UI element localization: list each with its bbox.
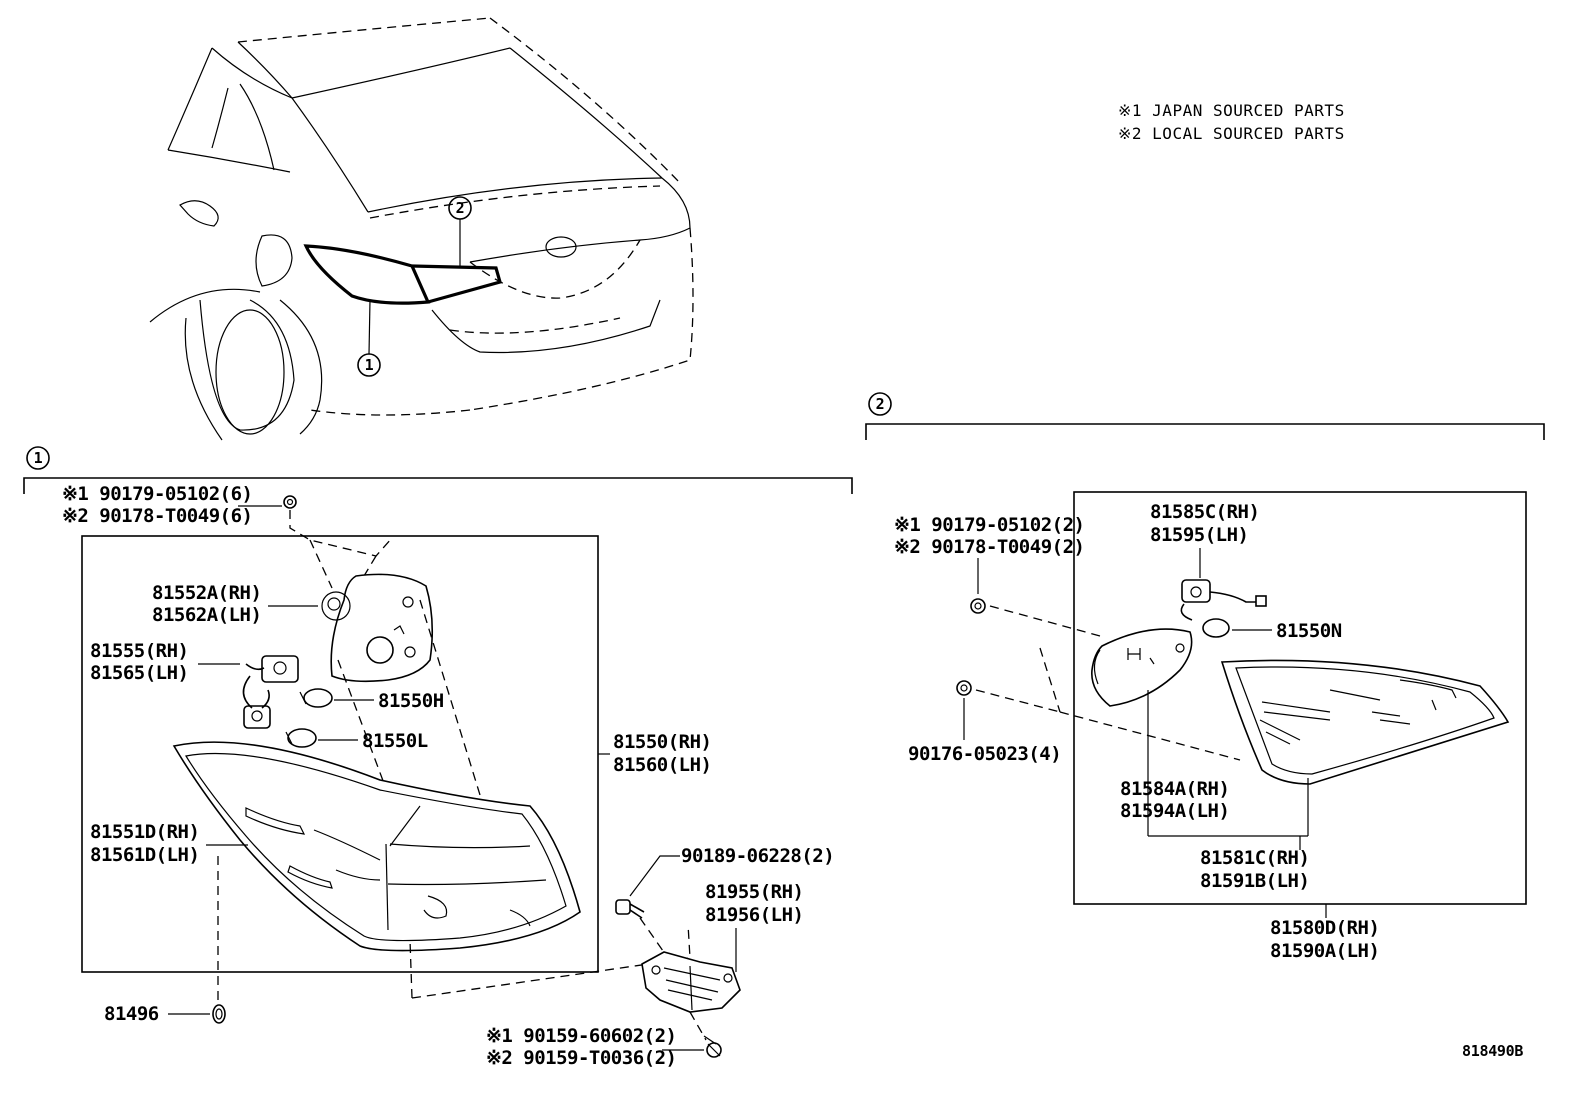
label-clip-local-1: ※2 90178-T0049(6) <box>62 505 252 527</box>
car-callout-2: 2 <box>448 196 472 266</box>
label-bolt-japan: ※1 90159-60602(2) <box>486 1025 676 1047</box>
label-socket-wire-lh-2: 81595(LH) <box>1150 524 1248 546</box>
diagram-id: 818490B <box>1462 1042 1523 1060</box>
bolt-part <box>703 1035 722 1058</box>
socket-wire-part <box>242 655 299 729</box>
bulb-l-part <box>285 728 317 748</box>
label-bracket-rh: 81955(RH) <box>705 881 803 903</box>
bulb-h-part <box>299 688 333 708</box>
car-rear-illustration <box>149 17 694 441</box>
label-clip-japan-1: ※1 90179-05102(6) <box>62 483 252 505</box>
label-clip-local-2: ※2 90178-T0049(2) <box>894 536 1084 558</box>
note-japan-sourced: ※1 JAPAN SOURCED PARTS <box>1118 101 1345 120</box>
section-1: 1 ※1 90179-05102(6) ※2 90178-T0049(6) 81… <box>23 446 853 1069</box>
label-lens-body-lh-1: 81561D(LH) <box>90 844 199 866</box>
label-socket-cover-lh-1: 81562A(LH) <box>152 604 261 626</box>
socket-cover-part <box>321 573 434 683</box>
label-bracket-lh: 81956(LH) <box>705 904 803 926</box>
svg-text:2: 2 <box>456 199 465 217</box>
label-bolt-local: ※2 90159-T0036(2) <box>486 1047 676 1069</box>
section-1-callout: 1 <box>34 449 43 467</box>
nut-part <box>956 680 972 696</box>
section-2-callout: 2 <box>876 395 885 413</box>
label-lens-body-rh-1: 81551D(RH) <box>90 821 199 843</box>
label-socket-cover-rh-1: 81552A(RH) <box>152 582 261 604</box>
car-callout-1: 1 <box>357 299 381 377</box>
label-grommet: 81496 <box>104 1003 159 1025</box>
grommet-part <box>212 1004 226 1024</box>
label-bulb-n: 81550N <box>1276 620 1342 642</box>
note-local-sourced: ※2 LOCAL SOURCED PARTS <box>1118 124 1345 143</box>
label-lens-body-rh-2: 81581C(RH) <box>1200 847 1309 869</box>
label-socket-cover-lh-2: 81594A(LH) <box>1120 800 1229 822</box>
label-screw: 90189-06228(2) <box>681 845 834 867</box>
label-lamp-assy-lh-1: 81560(LH) <box>613 754 711 776</box>
label-lamp-assy-rh-2: 81580D(RH) <box>1270 917 1379 939</box>
screw-part <box>615 899 645 919</box>
tail-lamp-lens-part <box>172 741 581 952</box>
svg-text:1: 1 <box>365 356 374 374</box>
label-nut: 90176-05023(4) <box>908 743 1061 765</box>
label-bulb-h: 81550H <box>378 690 444 712</box>
inner-lamp-lens-part <box>1220 659 1510 785</box>
bulb-n-part <box>1202 618 1230 638</box>
label-socket-wire-rh-2: 81585C(RH) <box>1150 501 1259 523</box>
label-clip-japan-2: ※1 90179-05102(2) <box>894 514 1084 536</box>
label-bulb-l: 81550L <box>362 730 428 752</box>
label-lamp-assy-rh-1: 81550(RH) <box>613 731 711 753</box>
clip-icon <box>283 495 297 509</box>
section-2: 2 ※1 90179-05102(2) ※2 90178-T0049(2) 90… <box>865 392 1545 962</box>
section-2-assembly-box <box>1073 491 1527 905</box>
label-socket-cover-rh-2: 81584A(RH) <box>1120 778 1229 800</box>
label-lens-body-lh-2: 81591B(LH) <box>1200 870 1309 892</box>
clip-icon-2 <box>970 598 986 614</box>
bracket-part <box>641 951 741 1013</box>
label-lamp-assy-lh-2: 81590A(LH) <box>1270 940 1379 962</box>
label-socket-wire-rh-1: 81555(RH) <box>90 640 188 662</box>
socket-wire-part-2 <box>1180 579 1267 621</box>
label-socket-wire-lh-1: 81565(LH) <box>90 662 188 684</box>
socket-cover-part-2 <box>1091 628 1193 707</box>
